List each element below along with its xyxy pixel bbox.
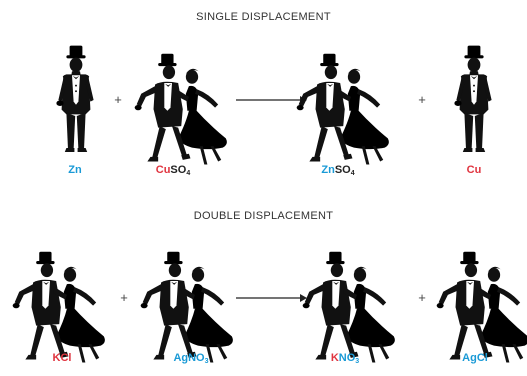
plus-sign: +	[114, 92, 122, 107]
zn-label: Zn	[68, 164, 82, 176]
agcl-label: AgCl	[462, 352, 488, 364]
plus-sign: +	[418, 290, 426, 305]
cuso4-label: CuSO4	[155, 164, 191, 177]
reaction-arrow	[236, 294, 307, 302]
kno3-label: KNO3	[330, 352, 360, 365]
znso4-label: ZnSO4	[321, 164, 355, 177]
cuso4-figure	[134, 53, 227, 165]
cu-label: Cu	[466, 164, 482, 176]
double-displacement-title: DOUBLE DISPLACEMENT	[193, 210, 334, 222]
kcl-label: KCl	[52, 352, 72, 364]
zn-figure	[56, 45, 94, 152]
znso4-figure	[296, 53, 389, 165]
cu-figure	[454, 45, 492, 152]
single-displacement-title: SINGLE DISPLACEMENT	[196, 11, 331, 23]
plus-sign: +	[120, 290, 128, 305]
plus-sign: +	[418, 92, 426, 107]
agno3-label: AgNO3	[173, 352, 209, 365]
